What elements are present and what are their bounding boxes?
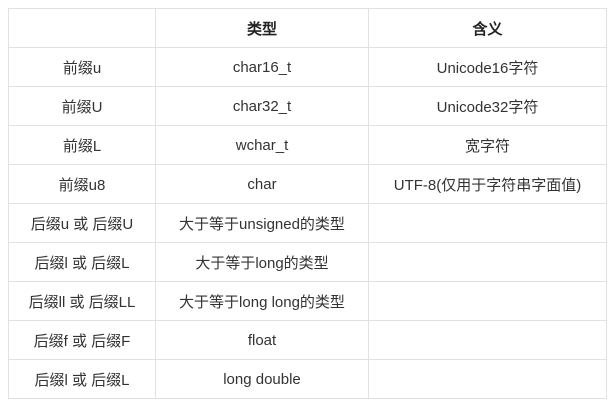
table-row: 前缀U char32_t Unicode32字符: [8, 86, 607, 126]
meaning-cell: [368, 242, 607, 282]
table-row: 后缀f 或 后缀F float: [8, 320, 607, 360]
affix-cell: 前缀L: [8, 125, 156, 165]
literal-affix-table-container: 类型 含义 前缀u char16_t Unicode16字符 前缀U char3…: [8, 8, 607, 399]
table-row: 前缀u char16_t Unicode16字符: [8, 47, 607, 87]
meaning-cell: [368, 320, 607, 360]
affix-cell: 后缀u 或 后缀U: [8, 203, 156, 243]
meaning-cell: Unicode32字符: [368, 86, 607, 126]
meaning-cell: Unicode16字符: [368, 47, 607, 87]
table-row: 后缀l 或 后缀L long double: [8, 359, 607, 399]
meaning-cell: [368, 359, 607, 399]
table-row: 前缀L wchar_t 宽字符: [8, 125, 607, 165]
header-affix: [8, 8, 156, 48]
header-type: 类型: [155, 8, 369, 48]
table-header-row: 类型 含义: [8, 8, 607, 48]
affix-cell: 后缀f 或 后缀F: [8, 320, 156, 360]
type-cell: 大于等于unsigned的类型: [155, 203, 369, 243]
table-row: 前缀u8 char UTF-8(仅用于字符串字面值): [8, 164, 607, 204]
type-cell: char32_t: [155, 86, 369, 126]
type-cell: char: [155, 164, 369, 204]
meaning-cell: [368, 203, 607, 243]
type-cell: 大于等于long的类型: [155, 242, 369, 282]
type-cell: char16_t: [155, 47, 369, 87]
meaning-cell: 宽字符: [368, 125, 607, 165]
table-row: 后缀ll 或 后缀LL 大于等于long long的类型: [8, 281, 607, 321]
type-cell: float: [155, 320, 369, 360]
affix-cell: 后缀l 或 后缀L: [8, 242, 156, 282]
type-cell: wchar_t: [155, 125, 369, 165]
meaning-cell: [368, 281, 607, 321]
type-cell: long double: [155, 359, 369, 399]
header-meaning: 含义: [368, 8, 607, 48]
type-cell: 大于等于long long的类型: [155, 281, 369, 321]
table-row: 后缀u 或 后缀U 大于等于unsigned的类型: [8, 203, 607, 243]
meaning-cell: UTF-8(仅用于字符串字面值): [368, 164, 607, 204]
table-row: 后缀l 或 后缀L 大于等于long的类型: [8, 242, 607, 282]
affix-cell: 前缀u: [8, 47, 156, 87]
affix-cell: 前缀u8: [8, 164, 156, 204]
affix-cell: 前缀U: [8, 86, 156, 126]
affix-cell: 后缀l 或 后缀L: [8, 359, 156, 399]
literal-affix-table: 类型 含义 前缀u char16_t Unicode16字符 前缀U char3…: [8, 8, 607, 399]
affix-cell: 后缀ll 或 后缀LL: [8, 281, 156, 321]
